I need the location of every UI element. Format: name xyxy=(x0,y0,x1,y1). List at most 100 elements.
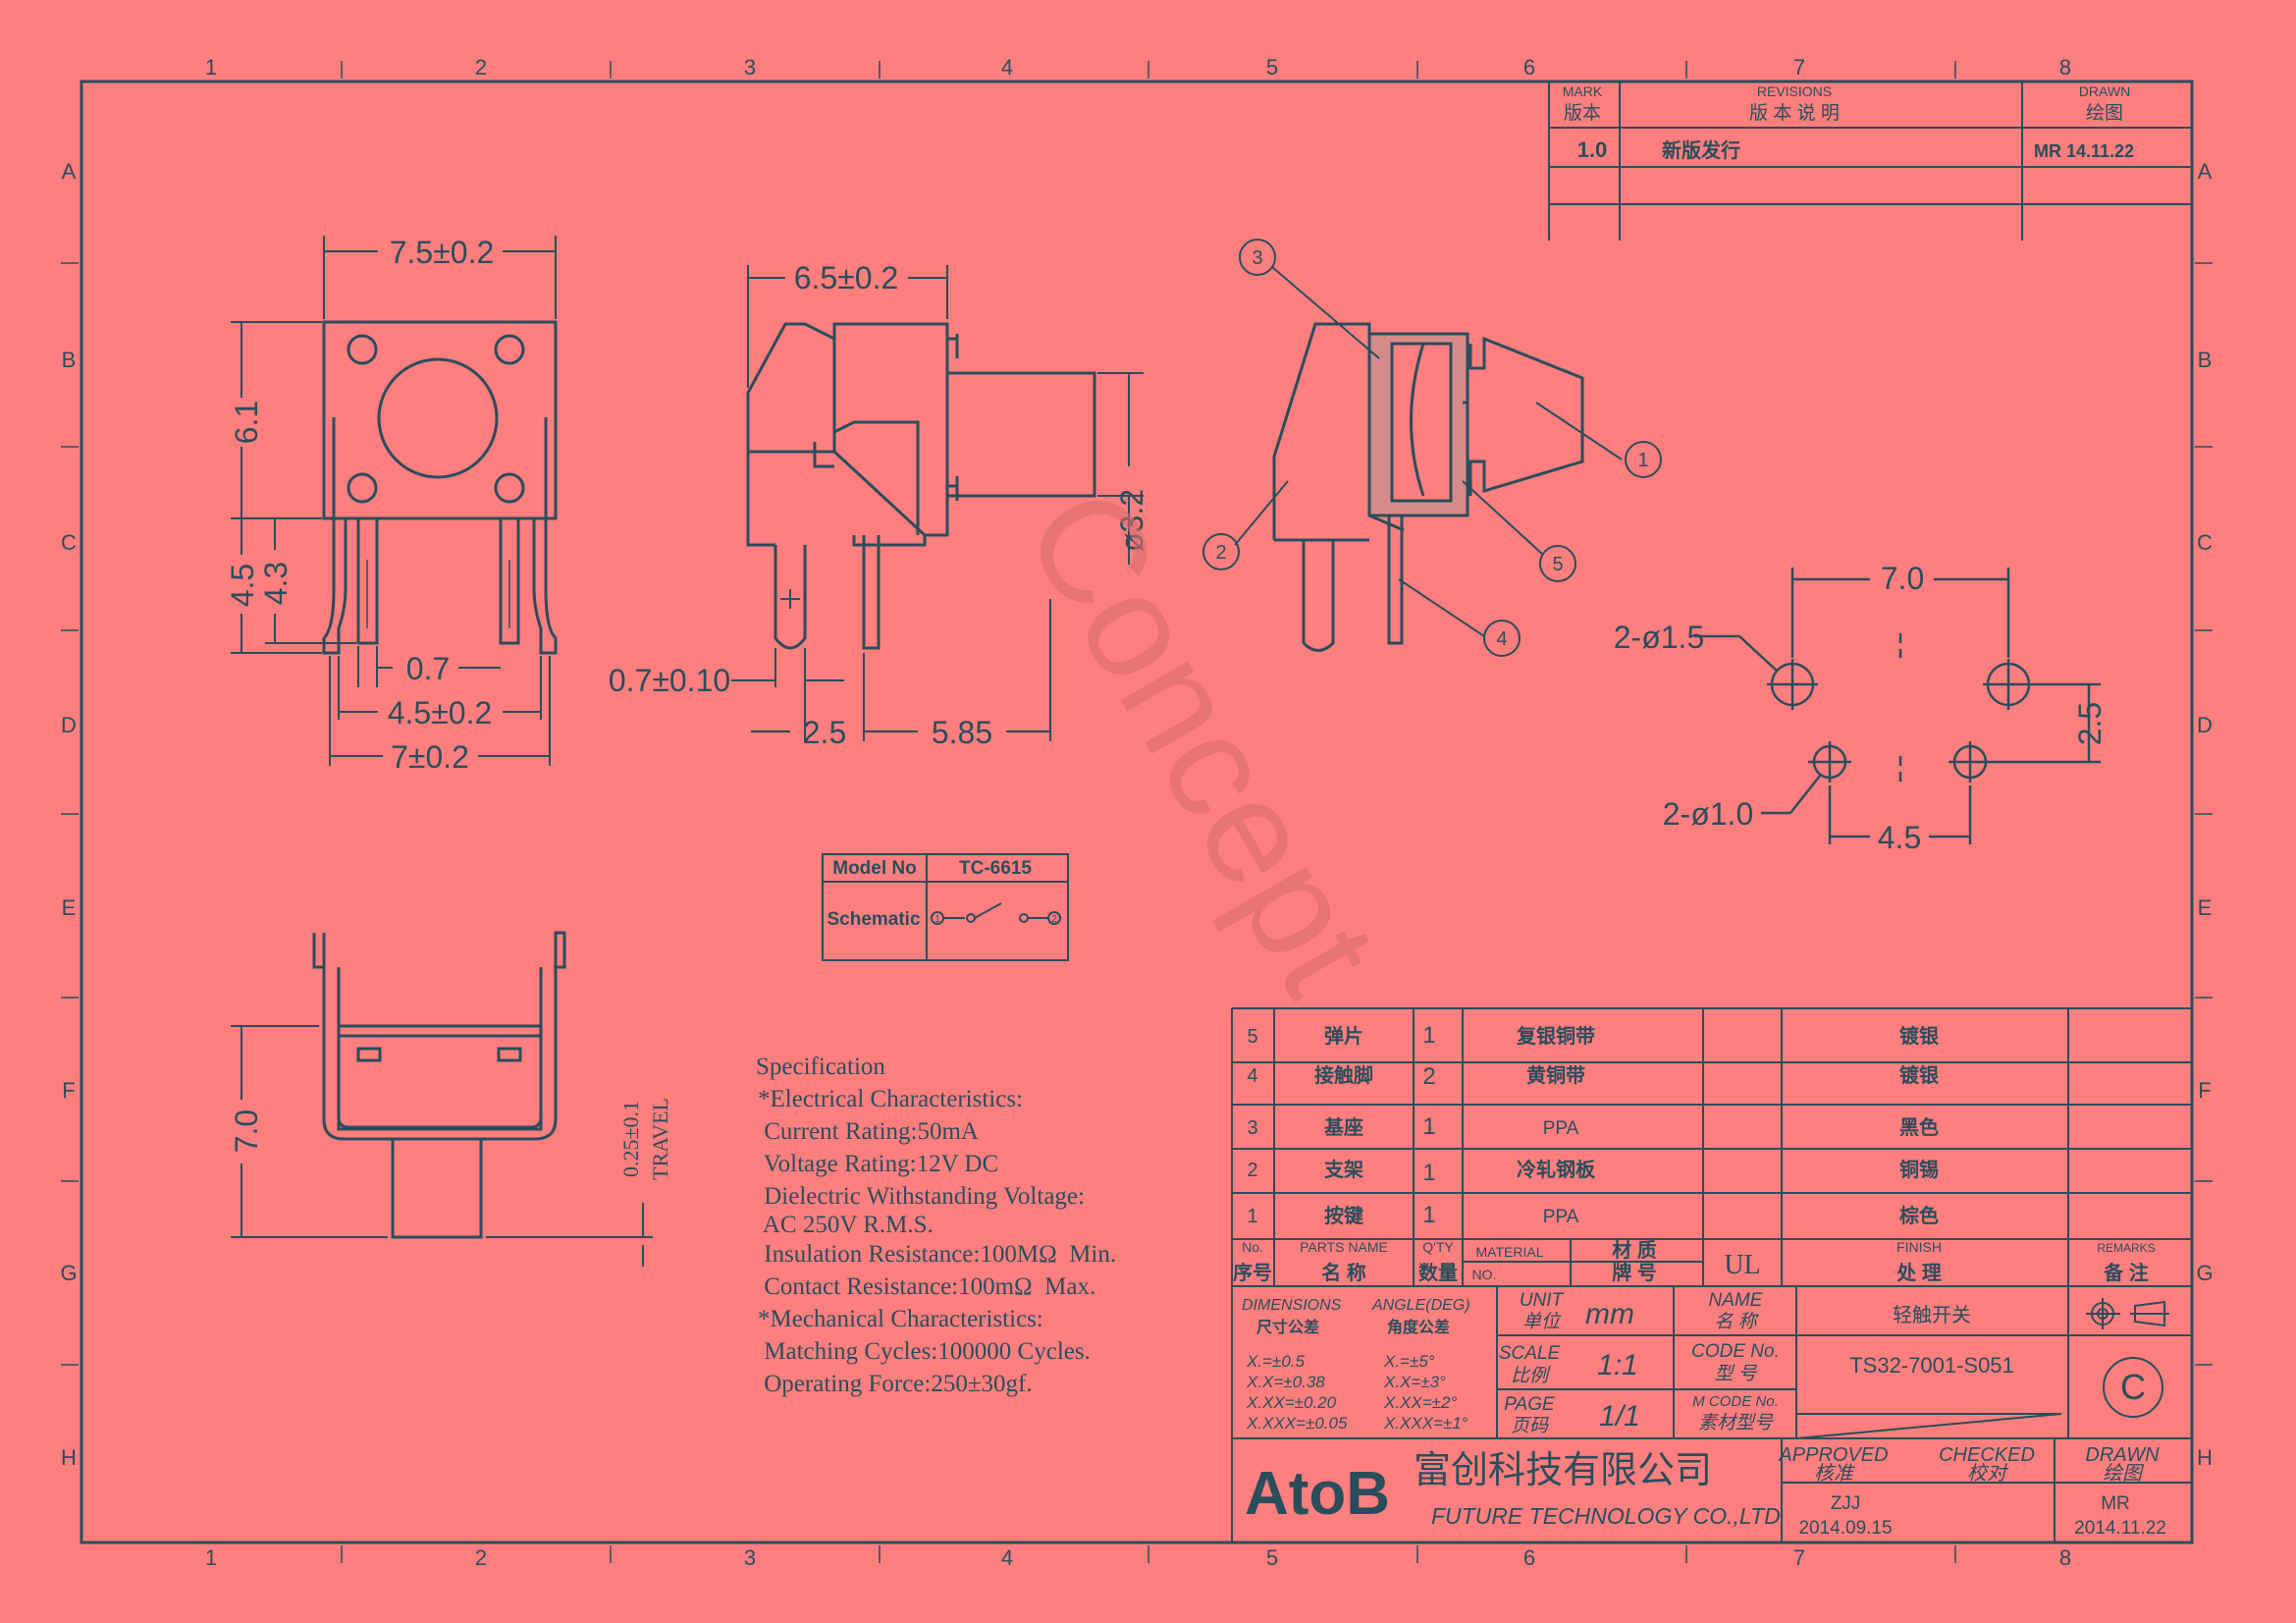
rev-mark-cn: 版本 xyxy=(1564,102,1601,124)
bom-hdr-material-en: MATERIAL xyxy=(1476,1244,1544,1260)
dim-pcb-span-top: 7.0 xyxy=(1881,561,1924,596)
tb-mcode-cn: 素材型号 xyxy=(1698,1413,1774,1434)
dim-front-height: 6.1 xyxy=(229,401,264,444)
dim-button-diameter: ø3.2 xyxy=(1114,489,1149,552)
bom-finish: 铜锡 xyxy=(1899,1158,1939,1181)
tb-unit-cn: 单位 xyxy=(1522,1311,1562,1332)
zone-row-c: C xyxy=(61,530,77,555)
dim-pcb-vertical: 2.5 xyxy=(2072,702,2108,745)
dim-pcb-span-bottom: 4.5 xyxy=(1878,820,1921,855)
bom-no: 4 xyxy=(1247,1065,1257,1087)
rev-revisions-en: REVISIONS xyxy=(1757,83,1832,99)
rev-entry-mark: 1.0 xyxy=(1577,137,1608,162)
bom-finish: 棕色 xyxy=(1899,1204,1939,1227)
bom-hdr-name-en: PARTS NAME xyxy=(1300,1239,1388,1255)
bom-hdr-no-cn: 序号 xyxy=(1233,1261,1272,1284)
zone-row-d: D xyxy=(61,713,77,737)
bom-name: 接触脚 xyxy=(1314,1063,1373,1087)
spec-line: Operating Force:250±30gf. xyxy=(758,1371,1033,1397)
tb-revision-letter: C xyxy=(2120,1367,2146,1407)
tb-drawn-by: MR xyxy=(2101,1493,2130,1514)
zone-col-8-bottom: 8 xyxy=(2059,1545,2071,1570)
section-leaders xyxy=(1202,239,1662,657)
company-logo: AtoB xyxy=(1245,1460,1390,1528)
tb-page-value: 1/1 xyxy=(1599,1400,1640,1433)
zone-col-3-bottom: 3 xyxy=(744,1545,756,1570)
bom-hdr-name-cn: 名 称 xyxy=(1321,1261,1366,1284)
dim-side-pin-offset: 2.5 xyxy=(803,715,846,750)
spec-line: Matching Cycles:100000 Cycles. xyxy=(758,1338,1091,1365)
zone-row-a: A xyxy=(62,159,77,184)
pcb-layout xyxy=(1694,568,2101,844)
bom-hdr-brand-en: NO. xyxy=(1472,1267,1497,1282)
dim-pin-length-inner: 4.3 xyxy=(258,562,294,605)
bom-table: 5 弹片 1 复银铜带 镀银 4 接触脚 2 黄铜带 镀银 3 基座 1 PPA… xyxy=(1231,1007,2192,1542)
bottom-view xyxy=(312,931,566,1239)
tb-dim-en: DIMENSIONS xyxy=(1242,1297,1342,1314)
bom-qty: 1 xyxy=(1422,1113,1435,1140)
tb-code-cn: 型 号 xyxy=(1714,1364,1757,1384)
tb-scale-cn: 比例 xyxy=(1511,1366,1551,1386)
tb-checked-cn: 校对 xyxy=(1967,1463,2009,1485)
tb-tol-linear: X.X=±0.38 xyxy=(1246,1373,1325,1391)
spec-line: *Electrical Characteristics: xyxy=(758,1086,1023,1112)
tb-scale-en: SCALE xyxy=(1499,1343,1561,1364)
spec-line: *Mechanical Characteristics: xyxy=(758,1306,1043,1332)
zone-row-g-right: G xyxy=(2196,1261,2213,1285)
zone-col-7-bottom: 7 xyxy=(1793,1545,1805,1570)
revisions-table: MARK 版本 REVISIONS 版 本 说 明 DRAWN 绘图 1.0 新… xyxy=(1548,81,2192,241)
tb-approved-en: APPROVED xyxy=(1778,1444,1888,1466)
dim-pin-width: 0.7 xyxy=(406,651,450,686)
tb-code-value: TS32-7001-S051 xyxy=(1849,1353,2014,1378)
zone-col-4-bottom: 4 xyxy=(1001,1545,1013,1570)
zone-row-h-right: H xyxy=(2197,1445,2213,1470)
bom-hdr-finish-cn: 处 理 xyxy=(1896,1261,1942,1284)
tb-angle-cn: 角度公差 xyxy=(1387,1318,1450,1336)
specification: Specification *Electrical Characteristic… xyxy=(756,1054,1116,1397)
zone-row-d-right: D xyxy=(2197,713,2213,737)
zone-col-5: 5 xyxy=(1266,55,1278,80)
schematic-pin-1: 1 xyxy=(934,914,940,925)
spec-line: Voltage Rating:12V DC xyxy=(758,1151,998,1177)
bom-qty: 1 xyxy=(1422,1160,1435,1186)
bom-no: 5 xyxy=(1247,1026,1257,1048)
tb-tol-angle: X.X=±3° xyxy=(1383,1373,1446,1391)
zone-col-8: 8 xyxy=(2059,55,2071,80)
spec-title: Specification xyxy=(756,1054,885,1080)
zone-col-6-bottom: 6 xyxy=(1523,1545,1535,1570)
tb-angle-en: ANGLE(DEG) xyxy=(1371,1297,1470,1314)
dim-pin-pitch: 4.5±0.2 xyxy=(388,695,493,730)
zone-row-h: H xyxy=(61,1445,77,1470)
zone-col-6: 6 xyxy=(1523,55,1535,80)
bom-hdr-brand-cn: 牌 号 xyxy=(1612,1261,1657,1284)
tb-drawn-cn: 绘图 xyxy=(2103,1463,2145,1485)
tb-page-cn: 页码 xyxy=(1511,1416,1549,1436)
tb-mcode-en: M CODE No. xyxy=(1692,1393,1779,1410)
balloon-4: 4 xyxy=(1496,628,1507,650)
model-value: TC-6615 xyxy=(959,858,1032,879)
model-table: Model No TC-6615 Schematic 1 2 xyxy=(822,853,1069,961)
tb-approved-by: ZJJ xyxy=(1831,1493,1861,1514)
tb-tol-angle: X.XX=±2° xyxy=(1383,1393,1457,1412)
drawing-frame xyxy=(80,80,2194,1544)
tb-page-en: PAGE xyxy=(1504,1394,1555,1415)
zone-col-1-bottom: 1 xyxy=(205,1545,217,1570)
bom-no: 2 xyxy=(1247,1160,1257,1181)
bom-hdr-remarks-en: REMARKS xyxy=(2097,1241,2155,1255)
front-dimensions xyxy=(231,236,557,766)
rev-drawn-en: DRAWN xyxy=(2079,83,2130,99)
bom-finish: 镀银 xyxy=(1899,1024,1940,1048)
bom-material: 冷轧钢板 xyxy=(1517,1158,1596,1181)
dim-side-depth: 6.5±0.2 xyxy=(794,260,899,296)
bom-qty: 1 xyxy=(1422,1022,1435,1049)
dim-side-pin-span: 5.85 xyxy=(932,715,992,750)
bom-name: 基座 xyxy=(1324,1115,1363,1139)
tb-approved-cn: 核准 xyxy=(1814,1463,1855,1485)
bom-hdr-no-en: No. xyxy=(1242,1239,1263,1255)
balloon-5: 5 xyxy=(1552,554,1563,575)
rev-mark-en: MARK xyxy=(1563,83,1603,99)
tb-checked-en: CHECKED xyxy=(1939,1444,2035,1466)
dim-travel-label: TRAVEL xyxy=(648,1098,672,1180)
bom-hdr-remarks-cn: 备 注 xyxy=(2103,1261,2149,1284)
